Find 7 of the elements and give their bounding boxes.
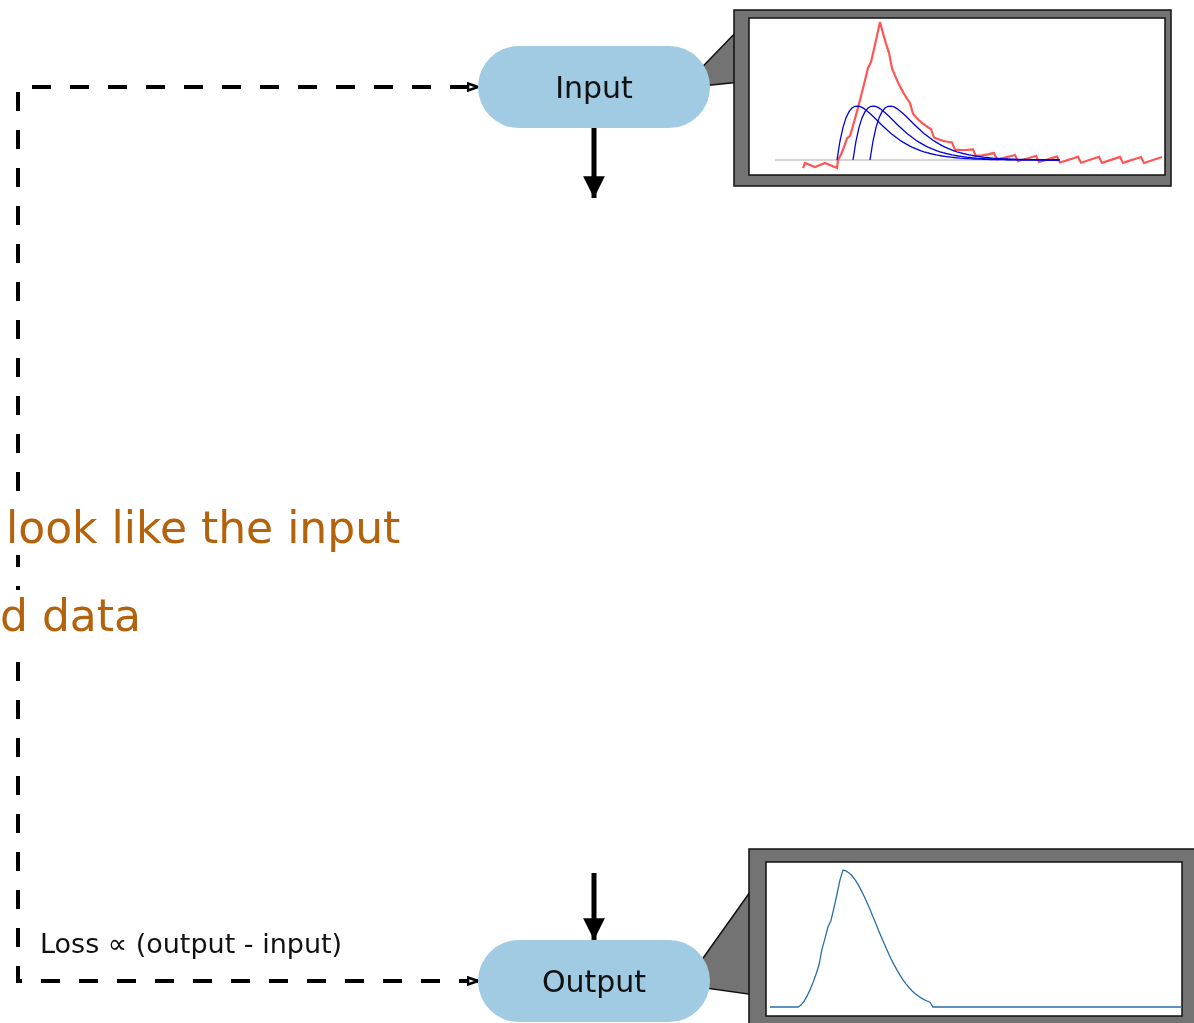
rounded-node <box>478 940 710 1022</box>
node-label: Input <box>555 69 633 105</box>
rounded-node <box>478 46 710 128</box>
node-label: Output <box>541 963 647 999</box>
arrow <box>583 873 605 940</box>
dashed-arrow <box>16 82 480 986</box>
arrow <box>583 128 605 198</box>
